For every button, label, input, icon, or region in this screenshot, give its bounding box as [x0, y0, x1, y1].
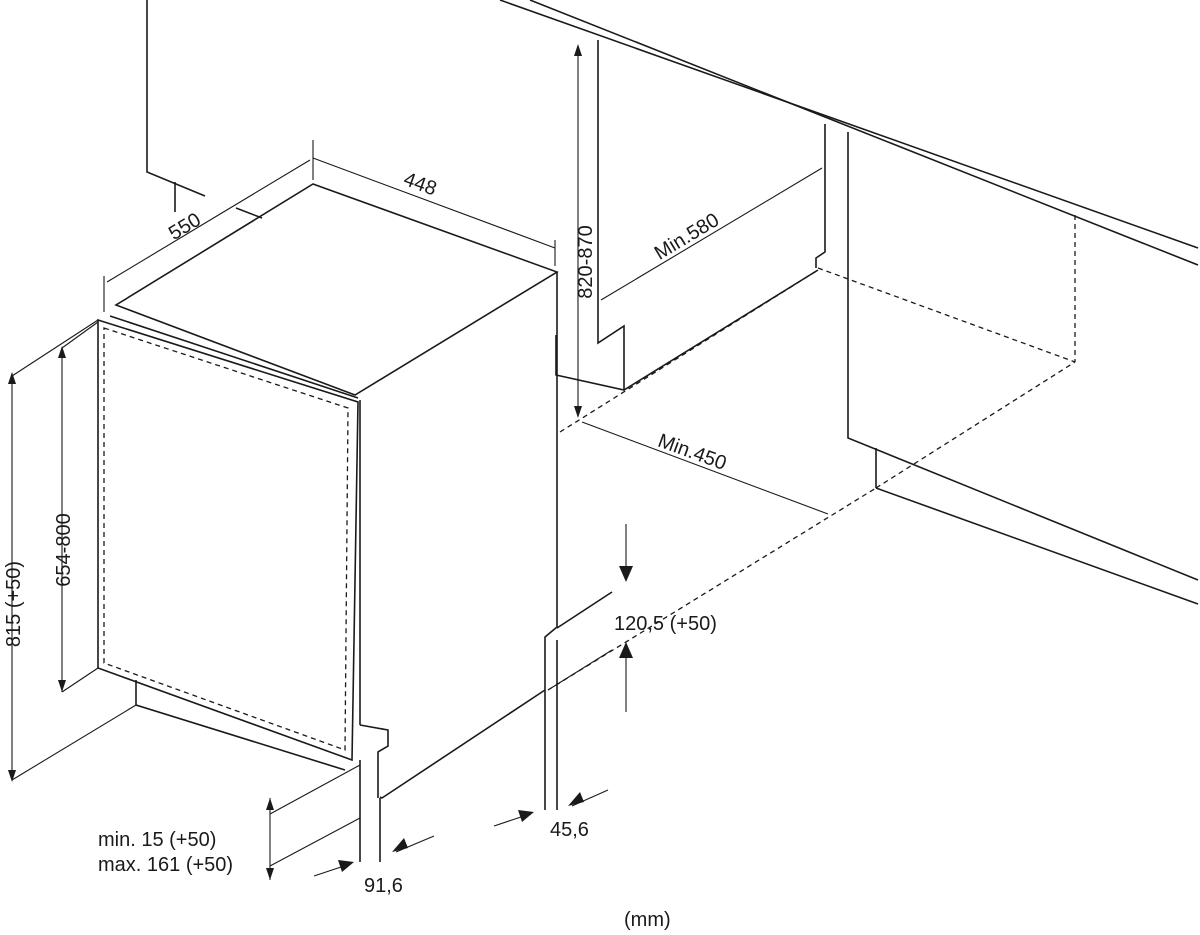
niche-width-label: Min.450 [655, 430, 729, 475]
total-height-label: 815 (+50) [3, 561, 25, 647]
arrow-up-icon [574, 44, 582, 56]
door-height-label: 654-800 [53, 513, 75, 586]
arrow-down-icon [266, 868, 274, 880]
arrow-right-icon [338, 860, 354, 872]
arrow-down-icon [8, 770, 16, 782]
arrow-up-icon [8, 372, 16, 384]
depth-label: 550 [165, 209, 205, 245]
dimension-arrows [8, 44, 633, 880]
arrow-up-icon [58, 346, 66, 358]
dimension-lines [11, 48, 829, 880]
plinth-height-label: 120,5 (+50) [614, 613, 717, 635]
plinth-min-label: min. 15 (+50) [98, 829, 216, 851]
plinth-setback-45-label: 45,6 [550, 819, 589, 841]
plinth-setback-91-label: 91,6 [364, 875, 403, 897]
arrow-down-icon [58, 680, 66, 692]
width-label: 448 [401, 168, 440, 200]
arrow-right-icon [518, 810, 534, 822]
worktop-and-cabinets [499, 0, 1199, 691]
niche-depth-label: Min.580 [651, 209, 723, 265]
arrow-up-icon [266, 798, 274, 810]
arrow-up-icon [619, 642, 633, 658]
dishwasher-body [97, 183, 613, 862]
arrow-down-icon [619, 566, 633, 582]
niche-height-label: 820-870 [575, 225, 597, 298]
plinth-max-label: max. 161 (+50) [98, 854, 233, 876]
wall-cabinet-fragment [146, 0, 263, 219]
unit-label: (mm) [624, 909, 671, 931]
arrow-down-icon [574, 406, 582, 418]
dimension-labels: 448 550 820-870 Min.580 Min.450 654-800 … [3, 168, 729, 931]
